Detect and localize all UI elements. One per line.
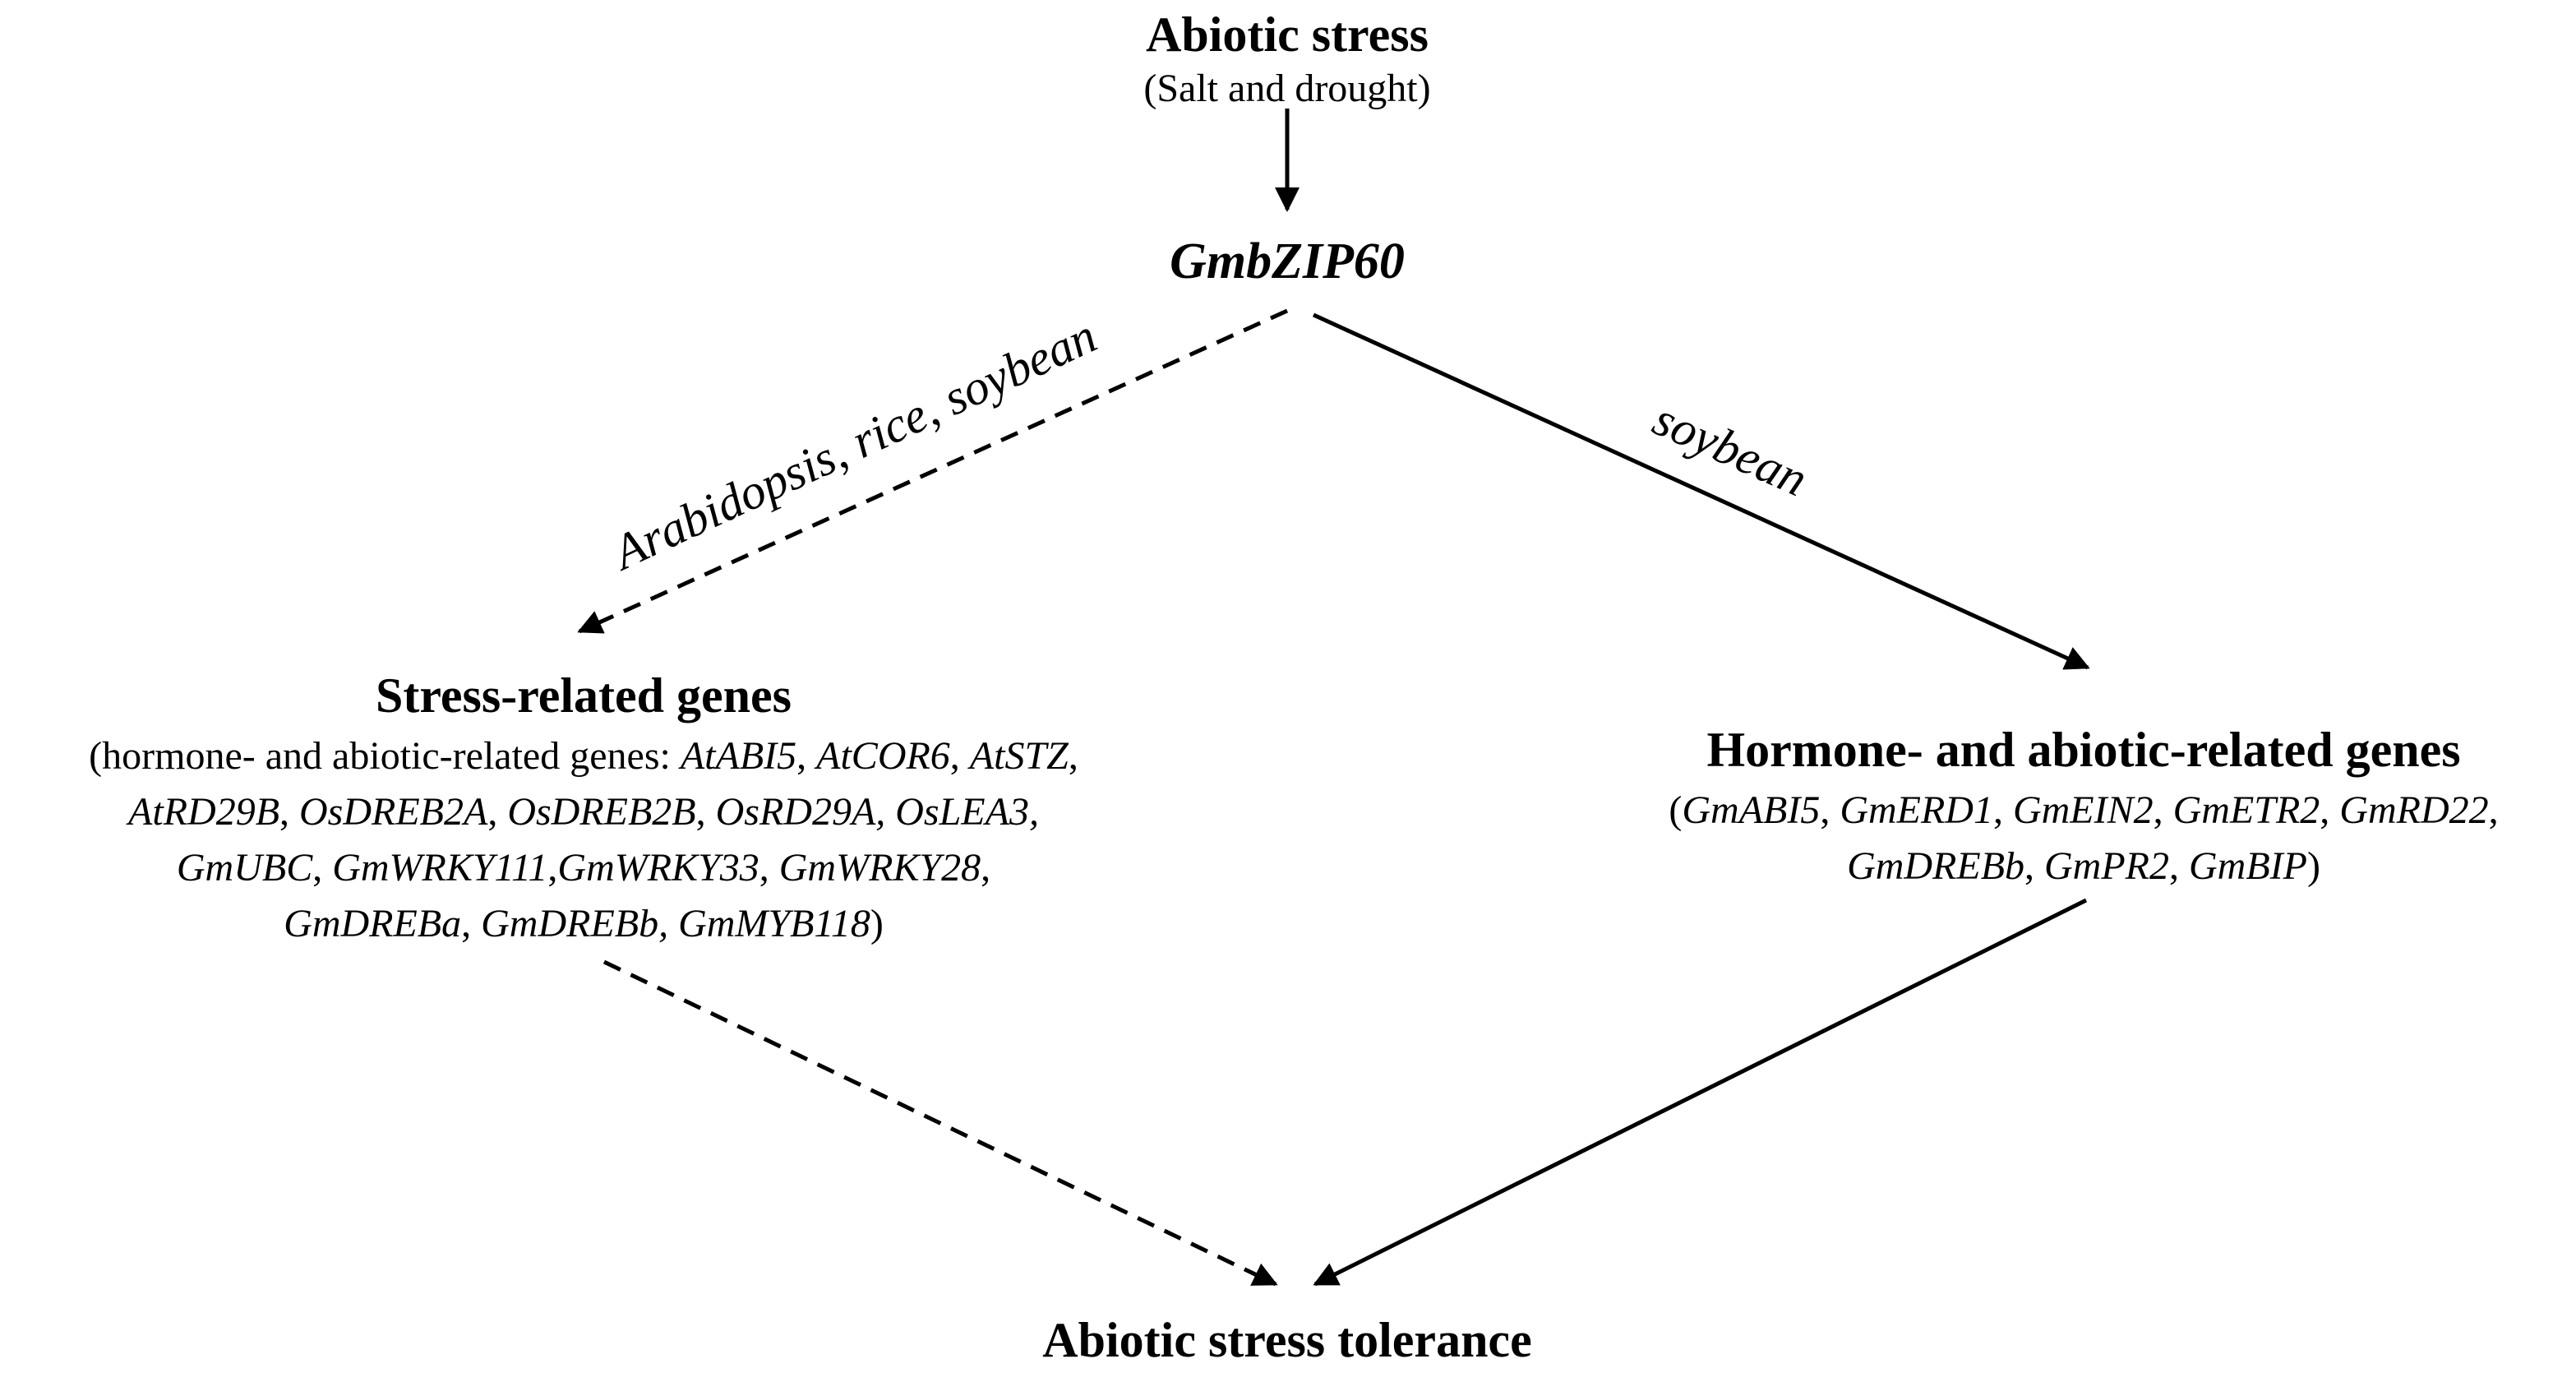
gene-name: GmDREBb, GmMYB118 — [481, 902, 870, 945]
gene-name: GmDREBb — [1847, 844, 2025, 888]
stress-related-genes-title: Stress-related genes — [375, 668, 792, 723]
gene-name: GmWRKY28 — [778, 846, 981, 890]
stress-genes-line: GmUBC, GmWRKY111,GmWRKY33, GmWRKY28, — [0, 840, 1167, 896]
gene-text: , — [2168, 844, 2189, 888]
gene-text: , — [312, 846, 333, 890]
gene-text: , — [1068, 734, 1078, 778]
gene-name: OsDREB2B — [507, 790, 696, 834]
gene-name: GmBIP — [2188, 844, 2307, 888]
gene-name: AtCOR6 — [816, 734, 950, 778]
gene-text: , — [487, 790, 508, 834]
stress-genes-line: GmDREBa, GmDREBb, GmMYB118) — [0, 896, 1167, 952]
arrow-stress-genes-to-tolerance — [602, 959, 1278, 1287]
gene-name: GmPR2 — [2044, 844, 2169, 888]
hormone-abiotic-genes-title: Hormone- and abiotic-related genes — [1706, 723, 2461, 777]
gene-name: OsDREB2A — [299, 790, 488, 834]
gene-text: , — [1820, 788, 1840, 832]
gene-text: ( — [1669, 788, 1683, 832]
hormone-genes-line: GmDREBb, GmPR2, GmBIP) — [1595, 839, 2573, 894]
gene-text: (hormone- and abiotic-related genes: — [89, 734, 681, 778]
hormone-abiotic-genes-node: Hormone- and abiotic-related genes (GmAB… — [1595, 717, 2573, 894]
hormone-abiotic-genes-list: (GmABI5, GmERD1, GmEIN2, GmETR2, GmRD22,… — [1595, 783, 2573, 894]
gene-text: , — [2024, 844, 2045, 888]
top-node-subtitle: (Salt and drought) — [1143, 67, 1431, 110]
gene-text: ) — [870, 902, 884, 945]
gene-text: , — [949, 734, 970, 778]
stress-genes-line: (hormone- and abiotic-related genes: AtA… — [0, 728, 1167, 784]
gene-name: GmERD1 — [1840, 788, 1993, 832]
gene-text: ) — [2306, 844, 2320, 888]
gene-name: GmUBC — [176, 846, 313, 890]
gene-name: AtSTZ — [969, 734, 1069, 778]
gene-name: AtRD29B — [128, 790, 280, 834]
gene-name: GmETR2 — [2172, 788, 2320, 832]
arrow-gmbzip60-to-hormone-genes — [1312, 312, 2090, 670]
gene-text: , — [547, 846, 558, 890]
gene-name: GmABI5 — [1682, 788, 1821, 832]
stress-genes-line: AtRD29B, OsDREB2A, OsDREB2B, OsRD29A, Os… — [0, 784, 1167, 840]
gene-text: , — [279, 790, 300, 834]
gene-text: , — [981, 846, 991, 890]
top-node-title: Abiotic stress — [1146, 7, 1429, 62]
arrow-hormone-genes-to-tolerance — [1313, 898, 2088, 1287]
gene-text: , — [2153, 788, 2173, 832]
hormone-genes-line: (GmABI5, GmERD1, GmEIN2, GmETR2, GmRD22, — [1595, 783, 2573, 839]
gmbzip60-node: GmbZIP60 — [1170, 233, 1405, 289]
gene-name: OsRD29A, OsLEA3, — [715, 790, 1039, 834]
gene-text: , — [1992, 788, 2013, 832]
top-node: Abiotic stress (Salt and drought) — [958, 2, 1616, 110]
abiotic-stress-tolerance-node: Abiotic stress tolerance — [1042, 1313, 1532, 1367]
gene-text: , — [461, 902, 482, 945]
gene-text: , — [759, 846, 779, 890]
stress-related-genes-list: (hormone- and abiotic-related genes: AtA… — [0, 728, 1167, 952]
gene-name: GmRD22 — [2339, 788, 2489, 832]
gene-text: , — [2488, 788, 2499, 832]
gene-text: , — [796, 734, 817, 778]
gene-name: GmWRKY111 — [332, 846, 548, 890]
gene-name: GmWRKY33 — [557, 846, 759, 890]
gene-name: AtABI5 — [680, 734, 797, 778]
gene-name: GmDREBa — [284, 902, 462, 945]
arrow-gmbzip60-to-stress-genes — [577, 308, 1289, 634]
gene-text: , — [695, 790, 716, 834]
gene-name: GmEIN2 — [2012, 788, 2154, 832]
stress-related-genes-node: Stress-related genes (hormone- and abiot… — [0, 663, 1167, 952]
gene-text: , — [2320, 788, 2340, 832]
